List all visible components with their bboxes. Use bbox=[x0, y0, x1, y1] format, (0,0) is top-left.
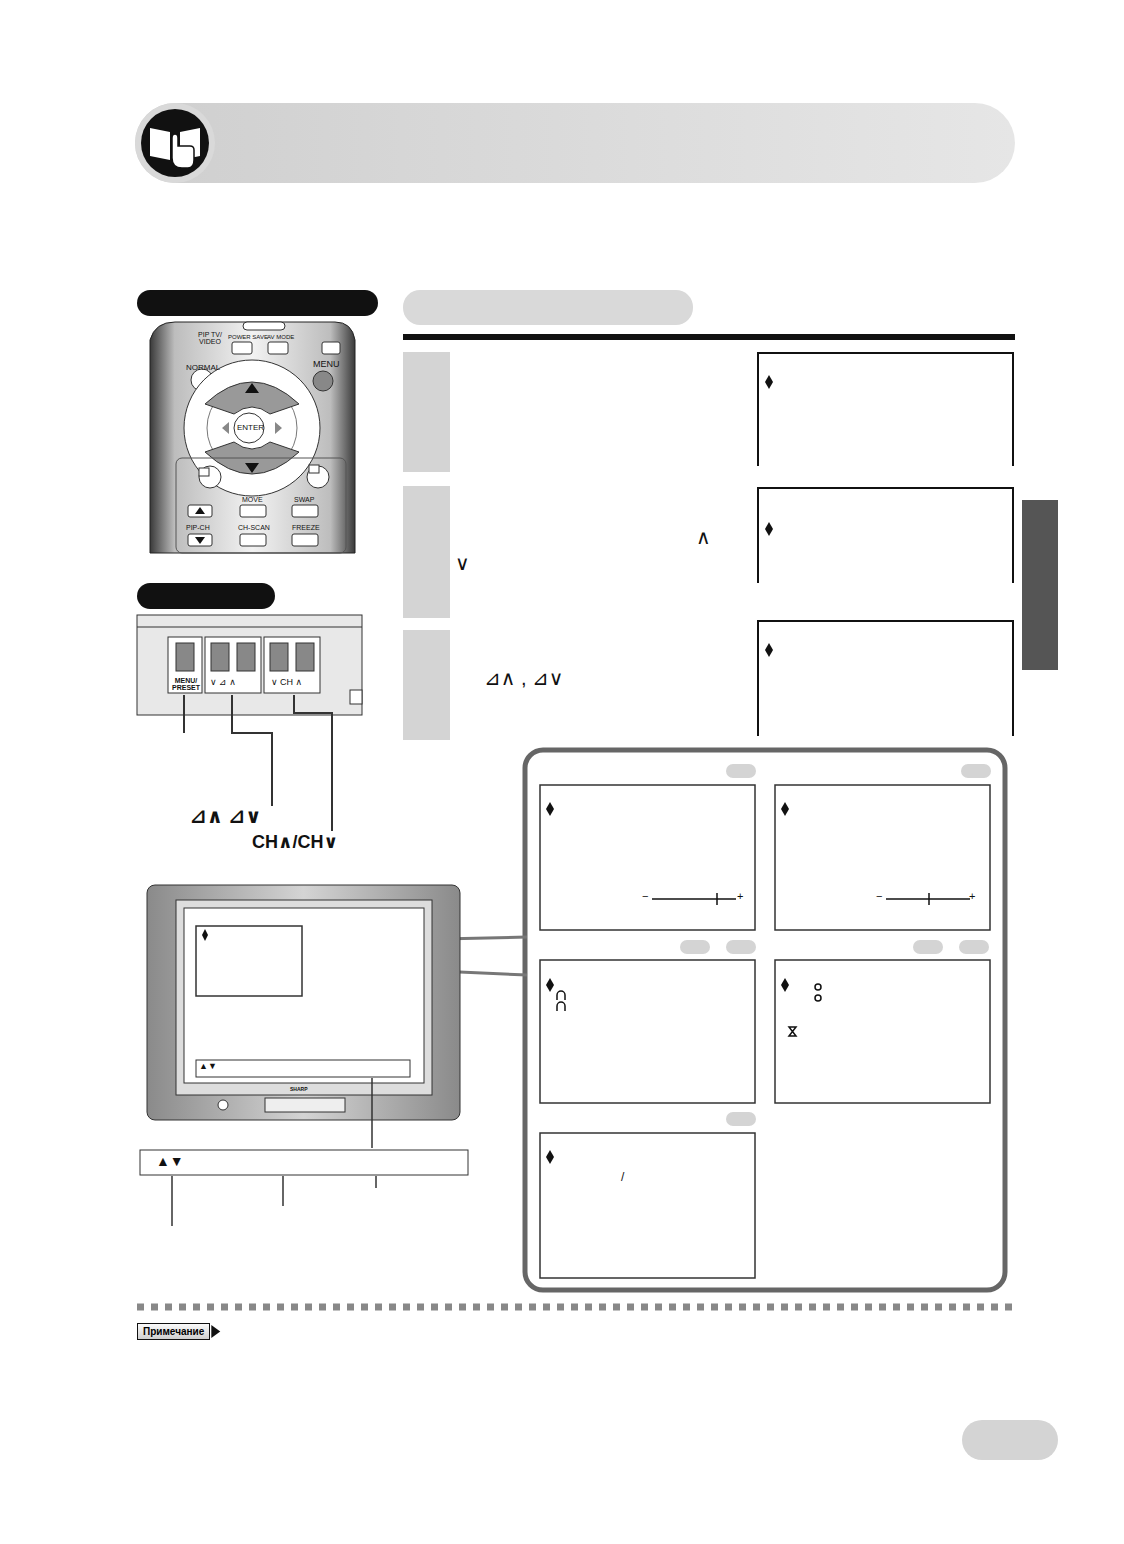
printed-label: ∨ CH ∧ bbox=[271, 678, 302, 687]
printed-label: / bbox=[621, 1171, 624, 1184]
printed-label: ENTER bbox=[237, 424, 264, 432]
printed-label: SHARP bbox=[290, 1087, 308, 1092]
printed-label: FREEZE bbox=[292, 524, 320, 531]
printed-label: ▲▼ bbox=[156, 1154, 184, 1169]
printed-label: ∨ bbox=[455, 553, 470, 574]
printed-label: ∧ bbox=[696, 527, 711, 548]
printed-label: MENU bbox=[313, 360, 340, 369]
printed-label: NORMAL bbox=[186, 364, 220, 372]
badge-arrow bbox=[211, 1325, 220, 1338]
printed-label: ∨ ⊿ ∧ bbox=[210, 678, 236, 687]
printed-label: ⊿∧ ⊿∨ bbox=[190, 806, 262, 827]
printed-label: ⊿∧ , ⊿∨ bbox=[484, 668, 563, 689]
note-badge: Примечание bbox=[137, 1323, 210, 1340]
printed-label: ▲▼ bbox=[199, 1062, 217, 1071]
printed-label: MOVE bbox=[242, 496, 263, 503]
printed-label: CH-SCAN bbox=[238, 524, 270, 531]
printed-label: POWER SAVE bbox=[228, 334, 268, 340]
printed-label: − bbox=[642, 891, 648, 903]
printed-label: CH∧/CH∨ bbox=[252, 833, 338, 852]
printed-label: MENU/ PRESET bbox=[168, 677, 204, 692]
printed-label: PIP TV/ VIDEO bbox=[193, 331, 227, 346]
printed-label: + bbox=[737, 891, 743, 903]
printed-label: PIP-CH bbox=[186, 524, 210, 531]
printed-label: SWAP bbox=[294, 496, 314, 503]
note-text: Примечание bbox=[143, 1326, 204, 1337]
printed-label: − bbox=[876, 891, 882, 903]
printed-label: AV MODE bbox=[267, 334, 294, 340]
printed-label: + bbox=[969, 891, 975, 903]
